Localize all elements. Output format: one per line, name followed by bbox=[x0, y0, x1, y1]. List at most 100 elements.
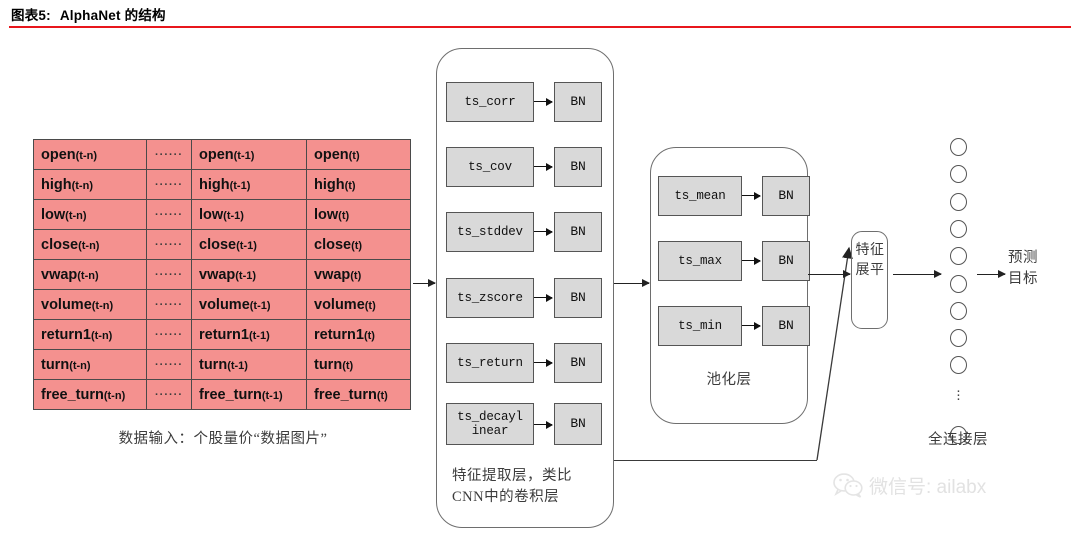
table-row: return1(t-n)······return1(t-1)return1(t) bbox=[33, 319, 411, 350]
cell-vwap-t: vwap(t) bbox=[306, 259, 411, 290]
cell-vwap-t-minus-n: vwap(t-n) bbox=[33, 259, 147, 290]
bn-ts-min: BN bbox=[762, 306, 810, 346]
wechat-icon bbox=[833, 473, 863, 498]
fc-neuron bbox=[950, 219, 967, 238]
bn-ts-mean: BN bbox=[762, 176, 810, 216]
cell-free_turn-t-minus-n: free_turn(t-n) bbox=[33, 379, 147, 410]
watermark-text: 微信号: ailabx bbox=[869, 477, 987, 498]
skip-connection-horizontal bbox=[614, 460, 817, 462]
figure-header: 图表5: AlphaNet 的结构 bbox=[0, 0, 1080, 30]
cell-ellipsis: ······ bbox=[146, 289, 192, 320]
flatten-label-line1: 特征 bbox=[855, 243, 885, 258]
cell-high-t-minus-n: high(t-n) bbox=[33, 169, 147, 200]
cell-high-t-minus-1: high(t-1) bbox=[191, 169, 307, 200]
cell-ellipsis: ······ bbox=[146, 379, 192, 410]
arrow-ts-mean-to-bn bbox=[742, 190, 761, 202]
skip-connection-diagonal bbox=[816, 246, 853, 461]
arrow-ts-decaylinear-to-bn bbox=[534, 419, 553, 431]
arrow-ts-min-to-bn bbox=[742, 320, 761, 332]
op-ts-min: ts_min bbox=[658, 306, 742, 346]
op-ts-cov: ts_cov bbox=[446, 147, 534, 187]
op-ts-zscore: ts_zscore bbox=[446, 278, 534, 318]
prediction-target-line1: 预测 bbox=[1008, 250, 1038, 266]
arrow-ts-corr-to-bn bbox=[534, 96, 553, 108]
cell-ellipsis: ······ bbox=[146, 319, 192, 350]
fc-neuron bbox=[950, 247, 967, 266]
cell-ellipsis: ······ bbox=[146, 169, 192, 200]
fc-neuron bbox=[950, 356, 967, 375]
cell-open-t: open(t) bbox=[306, 139, 411, 170]
flatten-label: 特征 展平 bbox=[855, 241, 885, 282]
arrow-ts-zscore-to-bn bbox=[534, 292, 553, 304]
cell-open-t-minus-n: open(t-n) bbox=[33, 139, 147, 170]
cell-volume-t: volume(t) bbox=[306, 289, 411, 320]
pooling-caption: 池化层 bbox=[706, 372, 752, 388]
fully-connected-label: 全连接层 bbox=[928, 432, 988, 448]
op-ts-return: ts_return bbox=[446, 343, 534, 383]
figure-title-text: AlphaNet 的结构 bbox=[59, 8, 166, 23]
op-ts-max: ts_max bbox=[658, 241, 742, 281]
op-ts-corr: ts_corr bbox=[446, 82, 534, 122]
cell-ellipsis: ······ bbox=[146, 229, 192, 260]
fc-neuron bbox=[950, 165, 967, 184]
flatten-container bbox=[851, 231, 888, 329]
cell-return1-t-minus-n: return1(t-n) bbox=[33, 319, 147, 350]
fc-neuron bbox=[950, 192, 967, 211]
bn-ts-zscore: BN bbox=[554, 278, 602, 318]
cell-free_turn-t-minus-1: free_turn(t-1) bbox=[191, 379, 307, 410]
table-row: high(t-n)······high(t-1)high(t) bbox=[33, 169, 411, 200]
cell-close-t: close(t) bbox=[306, 229, 411, 260]
cell-ellipsis: ······ bbox=[146, 349, 192, 380]
table-row: low(t-n)······low(t-1)low(t) bbox=[33, 199, 411, 230]
cell-turn-t: turn(t) bbox=[306, 349, 411, 380]
fc-neuron bbox=[950, 301, 967, 320]
cell-turn-t-minus-n: turn(t-n) bbox=[33, 349, 147, 380]
cell-ellipsis: ······ bbox=[146, 139, 192, 170]
bn-ts-max: BN bbox=[762, 241, 810, 281]
fc-neuron bbox=[950, 426, 967, 444]
fc-neuron bbox=[950, 274, 967, 293]
feature-extraction-caption-line1: 特征提取层，类比 bbox=[452, 468, 572, 484]
cell-high-t: high(t) bbox=[306, 169, 411, 200]
cell-return1-t: return1(t) bbox=[306, 319, 411, 350]
arrow-fc-to-output bbox=[977, 269, 1006, 280]
arrow-table-to-extraction bbox=[413, 278, 436, 289]
input-table-caption: 数据输入：个股量价“数据图片” bbox=[118, 431, 328, 447]
cell-low-t: low(t) bbox=[306, 199, 411, 230]
arrow-ts-return-to-bn bbox=[534, 357, 553, 369]
arrow-ts-max-to-bn bbox=[742, 255, 761, 267]
op-ts-stddev: ts_stddev bbox=[446, 212, 534, 252]
prediction-target-label: 预测 目标 bbox=[1008, 248, 1070, 290]
table-row: open(t-n)······open(t-1)open(t) bbox=[33, 139, 411, 170]
arrow-ts-stddev-to-bn bbox=[534, 226, 553, 238]
feature-extraction-container bbox=[436, 48, 614, 528]
cell-turn-t-minus-1: turn(t-1) bbox=[191, 349, 307, 380]
header-divider bbox=[9, 26, 1071, 28]
op-ts-mean: ts_mean bbox=[658, 176, 742, 216]
flatten-label-line2: 展平 bbox=[855, 263, 885, 279]
page-title: 图表5: AlphaNet 的结构 bbox=[11, 4, 166, 24]
table-row: close(t-n)······close(t-1)close(t) bbox=[33, 229, 411, 260]
arrow-flatten-to-fc bbox=[893, 269, 942, 280]
cell-open-t-minus-1: open(t-1) bbox=[191, 139, 307, 170]
cell-volume-t-minus-1: volume(t-1) bbox=[191, 289, 307, 320]
table-row: turn(t-n)······turn(t-1)turn(t) bbox=[33, 349, 411, 380]
arrow-extraction-to-pooling bbox=[614, 278, 650, 289]
bn-ts-corr: BN bbox=[554, 82, 602, 122]
figure-number: 图表5: bbox=[11, 8, 51, 23]
bn-ts-stddev: BN bbox=[554, 212, 602, 252]
prediction-target-line2: 目标 bbox=[1008, 271, 1038, 288]
cell-ellipsis: ······ bbox=[146, 259, 192, 290]
table-row: free_turn(t-n)······free_turn(t-1)free_t… bbox=[33, 379, 411, 410]
bn-ts-cov: BN bbox=[554, 147, 602, 187]
cell-close-t-minus-1: close(t-1) bbox=[191, 229, 307, 260]
feature-extraction-caption-line2: CNN中的卷积层 bbox=[452, 489, 560, 506]
watermark: 微信号: ailabx bbox=[833, 472, 986, 499]
bn-ts-return: BN bbox=[554, 343, 602, 383]
cell-volume-t-minus-n: volume(t-n) bbox=[33, 289, 147, 320]
table-row: volume(t-n)······volume(t-1)volume(t) bbox=[33, 289, 411, 320]
pooling-container bbox=[650, 147, 808, 424]
input-data-table: open(t-n)······open(t-1)open(t)high(t-n)… bbox=[33, 139, 411, 410]
